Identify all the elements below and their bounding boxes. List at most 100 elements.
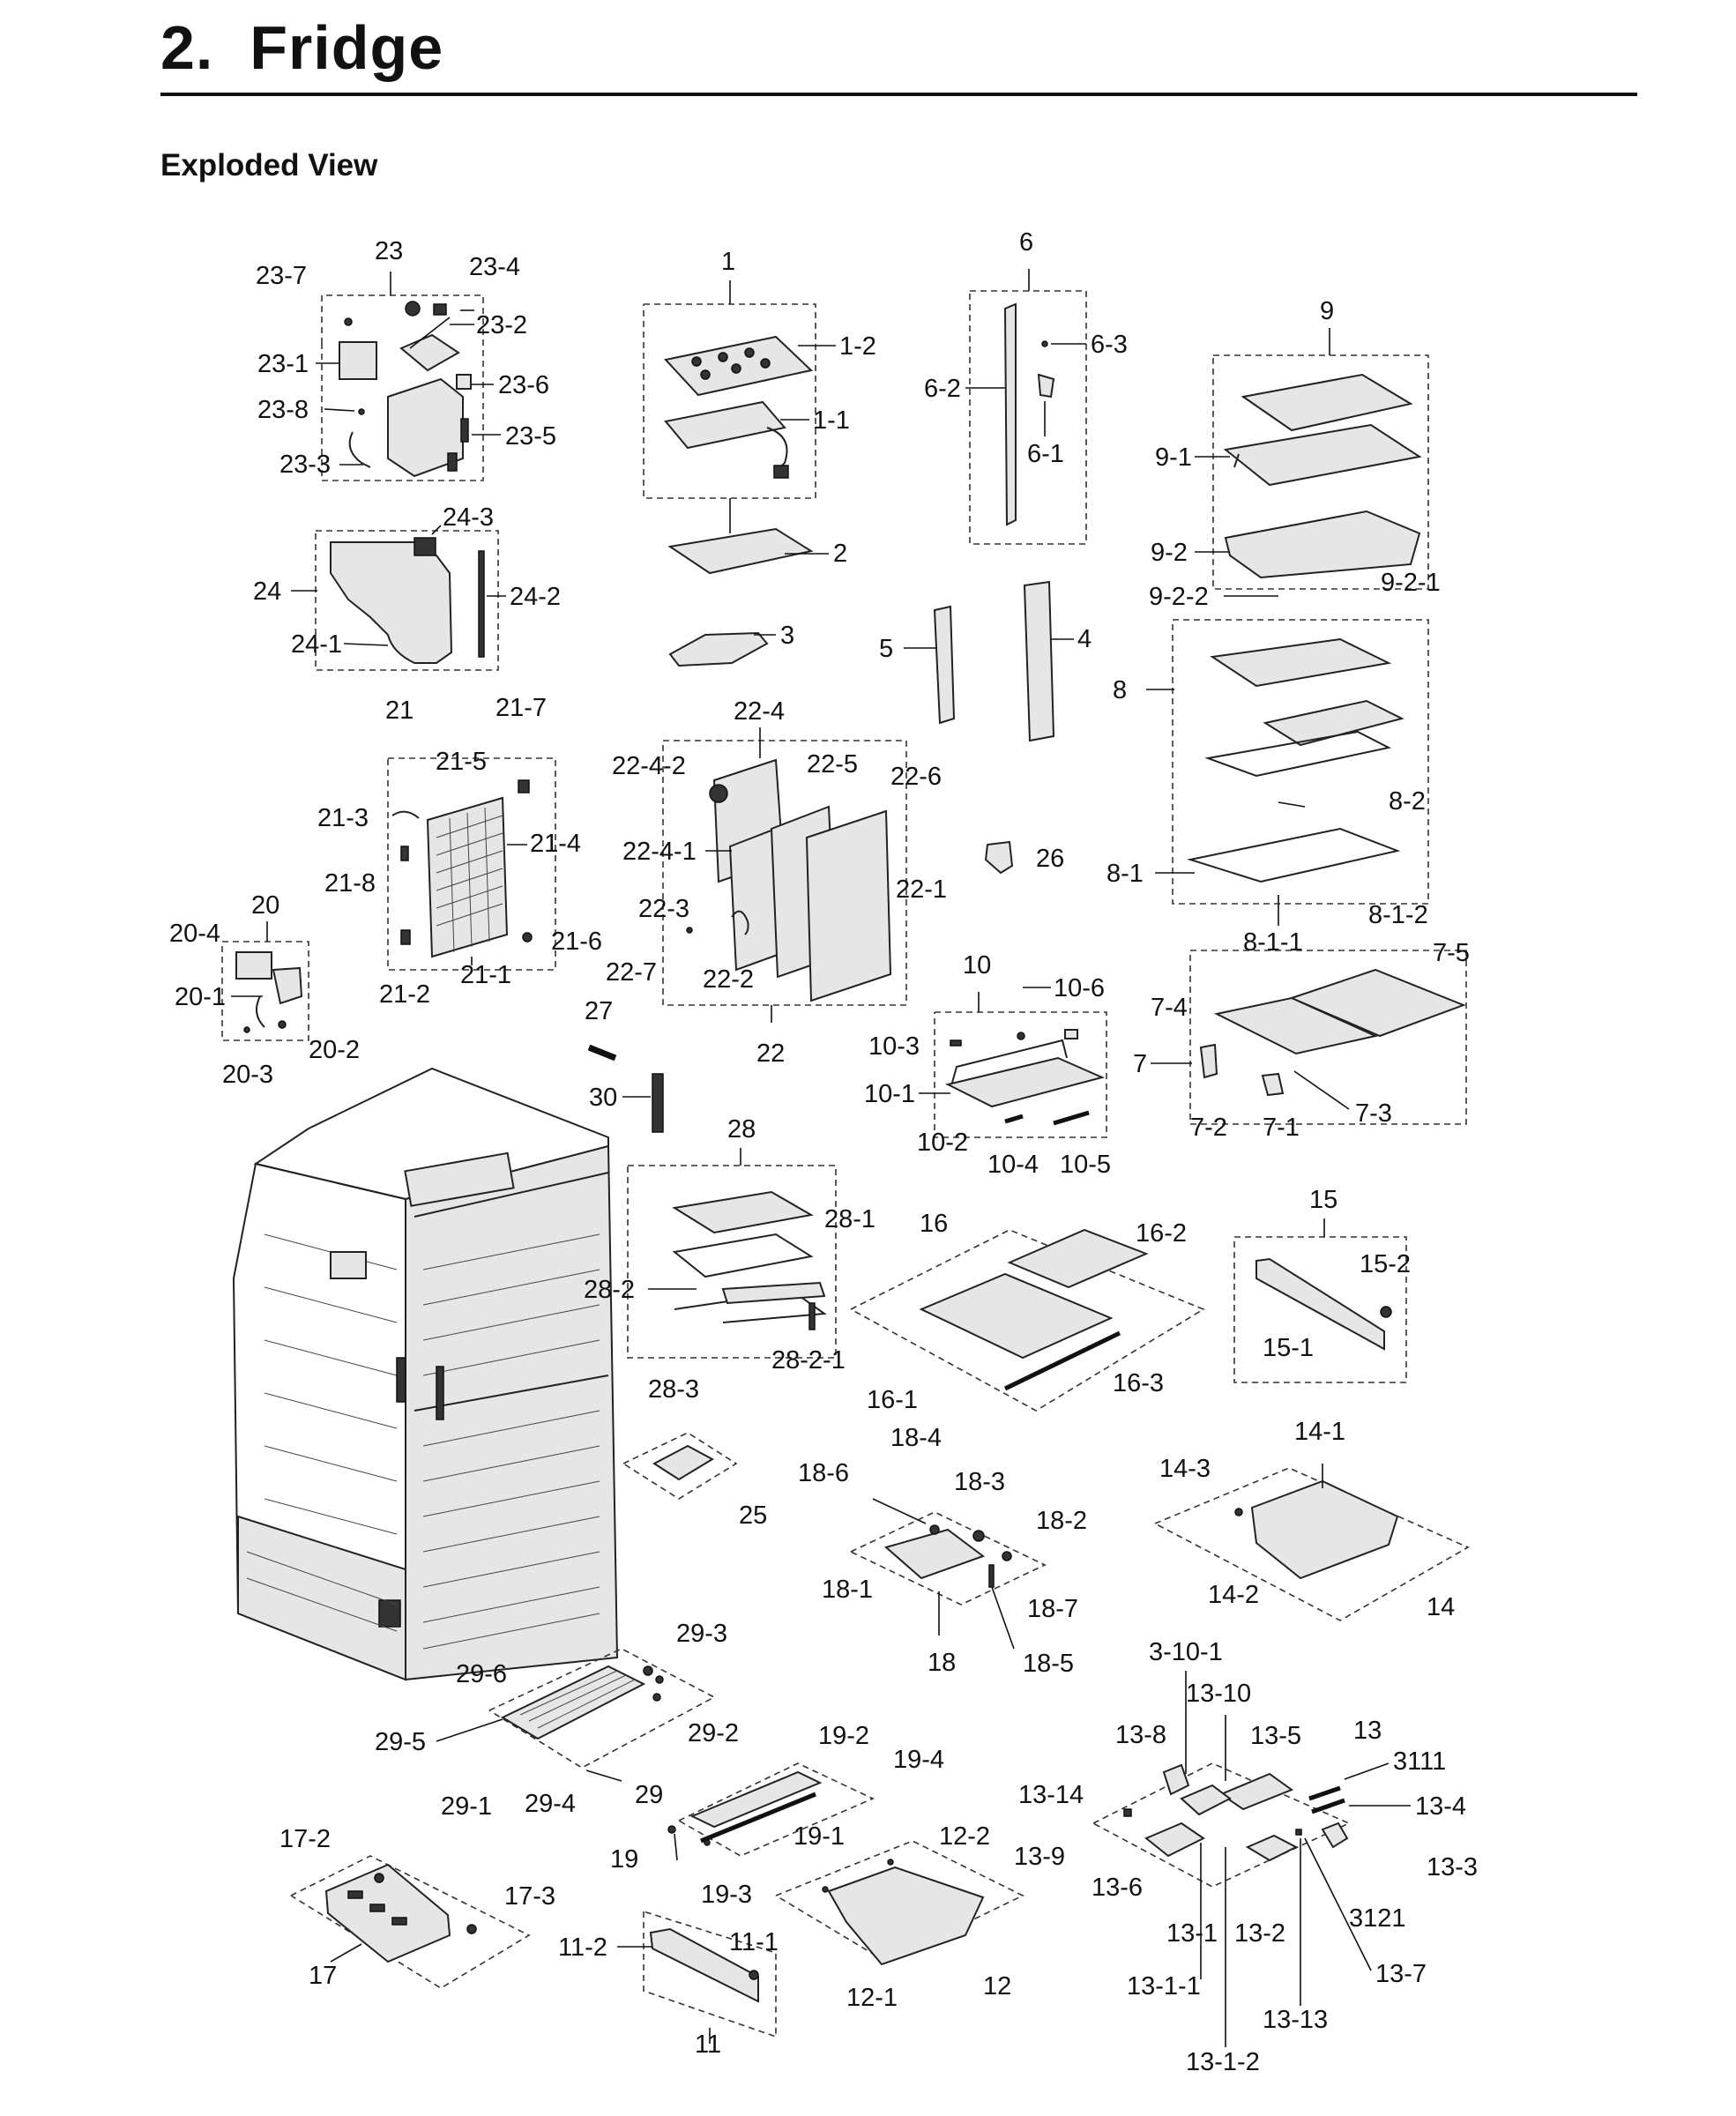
label-9-2-1: 9-2-1 (1381, 569, 1441, 597)
label-29-3: 29-3 (676, 1620, 727, 1648)
label-21-7: 21-7 (495, 694, 547, 722)
section-number: 2. (160, 13, 214, 82)
label-18-7: 18-7 (1027, 1595, 1078, 1623)
label-7-1: 7-1 (1263, 1114, 1300, 1142)
label-8-1: 8-1 (1106, 860, 1144, 888)
label-5: 5 (879, 635, 893, 663)
assembly-28 (627, 1148, 837, 1359)
assembly-12 (775, 1840, 1024, 1966)
label-18-3: 18-3 (954, 1468, 1005, 1496)
label-18-2: 18-2 (1036, 1507, 1087, 1535)
label-7: 7 (1133, 1050, 1147, 1078)
label-3121: 3121 (1349, 1904, 1406, 1933)
label-1: 1 (721, 248, 735, 276)
part-5 (933, 605, 956, 725)
label-28-2-1: 28-2-1 (771, 1346, 846, 1375)
assembly-7 (1189, 950, 1467, 1125)
label-28-2: 28-2 (584, 1276, 635, 1304)
label-21-6: 21-6 (551, 928, 602, 956)
label-17-2: 17-2 (279, 1825, 331, 1853)
label-29-5: 29-5 (375, 1728, 426, 1756)
label-13-2: 13-2 (1234, 1919, 1285, 1948)
label-3-10-1: 3-10-1 (1149, 1638, 1223, 1666)
label-23-4: 23-4 (469, 253, 520, 281)
assembly-17 (290, 1855, 531, 1989)
label-18-6: 18-6 (798, 1459, 849, 1487)
label-19: 19 (610, 1845, 638, 1874)
label-18-1: 18-1 (822, 1576, 873, 1604)
label-20: 20 (251, 891, 279, 920)
label-14-3: 14-3 (1159, 1455, 1211, 1483)
label-7-3: 7-3 (1355, 1099, 1392, 1128)
assembly-25 (622, 1432, 738, 1500)
label-13-9: 13-9 (1014, 1843, 1065, 1871)
label-22-7: 22-7 (606, 958, 657, 987)
label-26: 26 (1036, 845, 1064, 873)
label-15-2: 15-2 (1360, 1250, 1411, 1278)
label-16-2: 16-2 (1136, 1219, 1187, 1248)
label-7-4: 7-4 (1151, 994, 1188, 1022)
label-12: 12 (983, 1972, 1011, 2001)
label-30: 30 (589, 1084, 617, 1112)
label-15: 15 (1309, 1186, 1337, 1214)
assembly-6 (969, 269, 1087, 545)
label-20-3: 20-3 (222, 1061, 273, 1089)
assembly-9 (1212, 328, 1429, 590)
label-17-3: 17-3 (504, 1882, 555, 1911)
label-4: 4 (1077, 625, 1092, 653)
assembly-20 (221, 921, 309, 1041)
label-21-8: 21-8 (324, 869, 376, 898)
assembly-19 (667, 1762, 875, 1857)
label-20-2: 20-2 (309, 1036, 360, 1064)
label-9-1: 9-1 (1155, 443, 1192, 472)
assembly-18 (850, 1511, 1047, 1606)
label-22-4-1: 22-4-1 (622, 838, 697, 866)
label-21-3: 21-3 (317, 804, 369, 832)
label-23-5: 23-5 (505, 422, 556, 451)
section-title: 2. Fridge (160, 11, 443, 85)
label-1-2: 1-2 (839, 332, 876, 361)
label-14: 14 (1427, 1593, 1455, 1621)
label-12-2: 12-2 (939, 1822, 990, 1851)
label-23-8: 23-8 (257, 396, 309, 424)
label-22-5: 22-5 (807, 750, 858, 779)
part-26 (984, 840, 1014, 875)
label-9: 9 (1320, 297, 1334, 325)
label-16-1: 16-1 (867, 1386, 918, 1414)
label-6-2: 6-2 (924, 375, 961, 403)
label-8: 8 (1113, 676, 1127, 704)
label-28: 28 (727, 1115, 756, 1144)
label-23-7: 23-7 (256, 262, 307, 290)
label-16: 16 (920, 1210, 948, 1238)
label-13: 13 (1353, 1717, 1382, 1745)
part-3 (668, 631, 769, 667)
label-22: 22 (756, 1039, 785, 1068)
label-6-1: 6-1 (1027, 440, 1064, 468)
label-18-5: 18-5 (1023, 1650, 1074, 1678)
label-12-1: 12-1 (846, 1984, 898, 2012)
label-10-2: 10-2 (917, 1129, 968, 1157)
label-14-2: 14-2 (1208, 1581, 1259, 1609)
label-22-4: 22-4 (734, 697, 785, 726)
label-29-4: 29-4 (525, 1790, 576, 1818)
label-20-4: 20-4 (169, 920, 220, 948)
label-9-2: 9-2 (1151, 539, 1188, 567)
assembly-16 (850, 1228, 1205, 1412)
label-13-4: 13-4 (1415, 1792, 1466, 1821)
assembly-1 (643, 280, 816, 499)
label-21-2: 21-2 (379, 980, 430, 1009)
label-16-3: 16-3 (1113, 1369, 1164, 1397)
label-8-1-1: 8-1-1 (1243, 928, 1303, 957)
label-6: 6 (1019, 228, 1033, 257)
label-8-2: 8-2 (1389, 787, 1426, 816)
assembly-10 (934, 992, 1107, 1138)
label-23: 23 (375, 237, 403, 265)
label-24-2: 24-2 (510, 583, 561, 611)
assembly-24 (315, 530, 499, 671)
label-24-1: 24-1 (291, 630, 342, 659)
label-13-6: 13-6 (1092, 1874, 1143, 1902)
label-25: 25 (739, 1501, 767, 1530)
label-13-8: 13-8 (1115, 1721, 1166, 1749)
assembly-23 (321, 272, 484, 481)
